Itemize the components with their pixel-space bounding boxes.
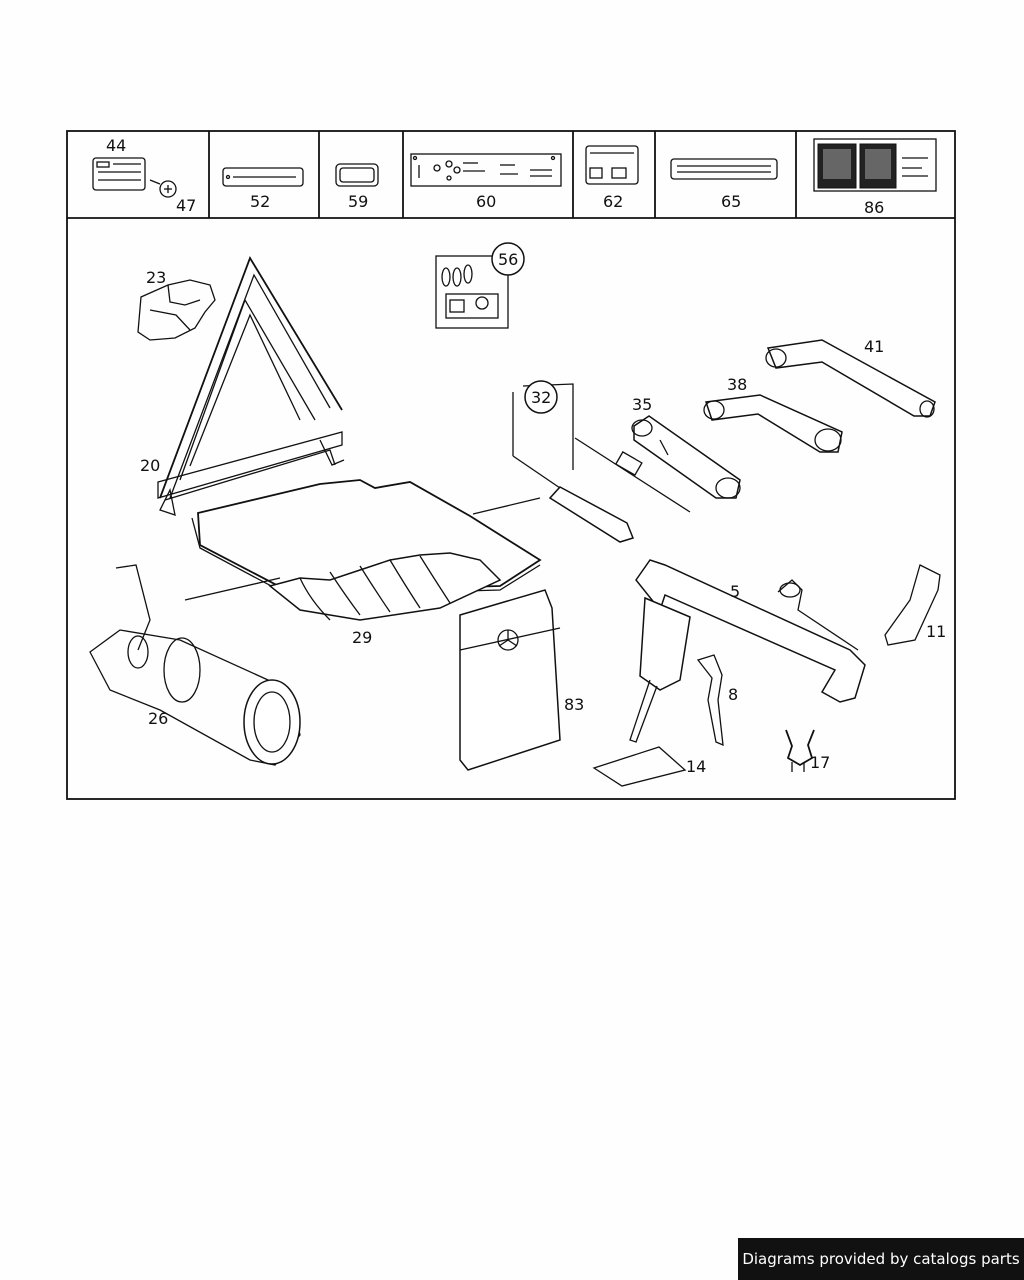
callout-52: 52 — [250, 192, 270, 211]
tool-roll-26-drawing — [89, 564, 301, 766]
screwdriver-32-drawing — [512, 380, 691, 543]
strip-65-drawing — [670, 158, 778, 180]
callout-44: 44 — [106, 136, 126, 155]
socket-wrench-35-drawing — [631, 415, 741, 499]
callout-41: 41 — [864, 337, 884, 356]
callout-47: 47 — [176, 196, 196, 215]
l-wrench-38-drawing — [703, 394, 843, 453]
callout-17: 17 — [810, 753, 830, 772]
callout-35: 35 — [632, 395, 652, 414]
callout-labels: 44 47 52 59 60 62 65 86 56 23 41 38 35 3… — [106, 136, 946, 776]
callout-8: 8 — [728, 685, 738, 704]
callout-5: 5 — [730, 582, 740, 601]
bracket-23-drawing — [137, 279, 216, 341]
strip-label-52-drawing — [222, 167, 304, 187]
screw-47-drawing — [149, 179, 177, 198]
plate-59-drawing — [335, 163, 379, 187]
callout-38: 38 — [727, 375, 747, 394]
callout-29: 29 — [352, 628, 372, 647]
l-wrench-41-drawing — [765, 339, 936, 418]
label-plate-44-drawing — [92, 157, 146, 191]
pouch-83-drawing — [459, 589, 561, 771]
callout-26: 26 — [148, 709, 168, 728]
callout-65: 65 — [721, 192, 741, 211]
card-14-drawing — [592, 746, 687, 787]
clip-11-drawing — [884, 564, 941, 646]
callout-59: 59 — [348, 192, 368, 211]
jack-handle-5-drawing — [629, 559, 866, 743]
callout-56: 56 — [498, 250, 518, 269]
diagram-frame — [66, 130, 956, 800]
callout-20: 20 — [140, 456, 160, 475]
callout-83: 83 — [564, 695, 584, 714]
callout-32: 32 — [531, 388, 551, 407]
warning-triangle-20-drawing — [157, 255, 345, 516]
clip-8-drawing — [696, 654, 724, 747]
callout-62: 62 — [603, 192, 623, 211]
credit-footer: Diagrams provided by catalogs parts — [738, 1238, 1024, 1280]
card-62-drawing — [585, 145, 639, 185]
qr-label-86-drawing — [813, 138, 937, 192]
placard-60-drawing — [410, 153, 562, 187]
callout-86: 86 — [864, 198, 884, 217]
callout-11: 11 — [926, 622, 946, 641]
callout-60: 60 — [476, 192, 496, 211]
tray-29-drawing — [184, 479, 542, 621]
bulb-kit-56-drawing — [435, 242, 525, 329]
callout-14: 14 — [686, 757, 706, 776]
clip-17-drawing — [785, 729, 815, 772]
callout-23: 23 — [146, 268, 166, 287]
